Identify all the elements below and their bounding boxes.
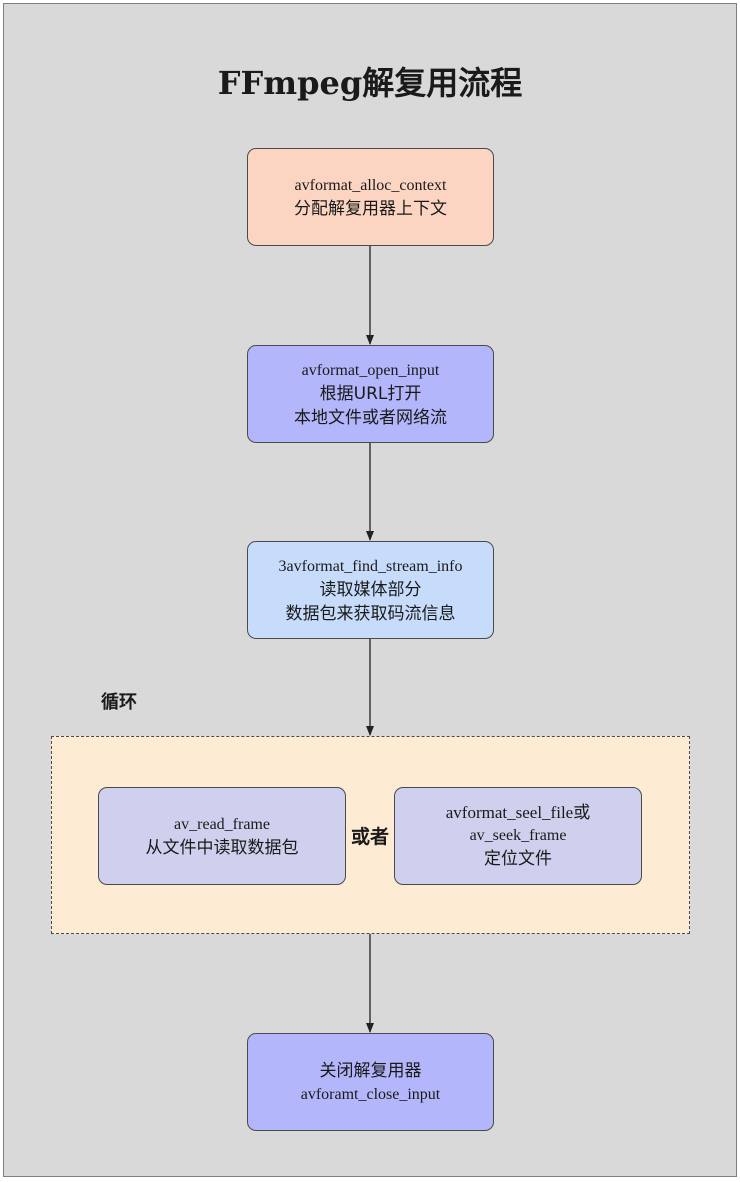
node-open-description-2: 本地文件或者网络流 <box>294 407 447 428</box>
node-read-description: 从文件中读取数据包 <box>145 837 299 858</box>
node-seek-file: avformat_seel_file或 av_seek_frame 定位文件 <box>394 787 642 885</box>
node-find-description-1: 读取媒体部分 <box>319 579 422 600</box>
node-open-function: avformat_open_input <box>301 361 440 379</box>
node-seek-description: 定位文件 <box>484 849 552 869</box>
node-alloc-context: avformat_alloc_context 分配解复用器上下文 <box>247 148 494 246</box>
diagram-title: FFmpeg解复用流程 <box>217 64 523 102</box>
or-label: 或者 <box>350 826 389 848</box>
node-alloc-description: 分配解复用器上下文 <box>294 198 447 219</box>
node-open-input: avformat_open_input 根据URL打开 本地文件或者网络流 <box>247 345 494 443</box>
node-find-description-2: 数据包来获取码流信息 <box>285 603 456 624</box>
node-alloc-function: avformat_alloc_context <box>294 176 447 194</box>
node-find-stream-info: 3avformat_find_stream_info 读取媒体部分 数据包来获取… <box>247 541 494 639</box>
node-seek-function-2: av_seek_frame <box>469 827 567 844</box>
node-close-function: avforamt_close_input <box>300 1085 441 1103</box>
node-open-description-1: 根据URL打开 <box>319 383 422 404</box>
node-read-frame: av_read_frame 从文件中读取数据包 <box>98 787 346 885</box>
node-read-function: av_read_frame <box>174 815 270 833</box>
node-seek-function-1: avformat_seel_file或 <box>445 803 591 822</box>
node-close-description: 关闭解复用器 <box>319 1060 422 1081</box>
loop-label: 循环 <box>101 692 137 713</box>
node-find-function: 3avformat_find_stream_info <box>278 557 463 575</box>
node-close-input: 关闭解复用器 avforamt_close_input <box>247 1033 494 1131</box>
